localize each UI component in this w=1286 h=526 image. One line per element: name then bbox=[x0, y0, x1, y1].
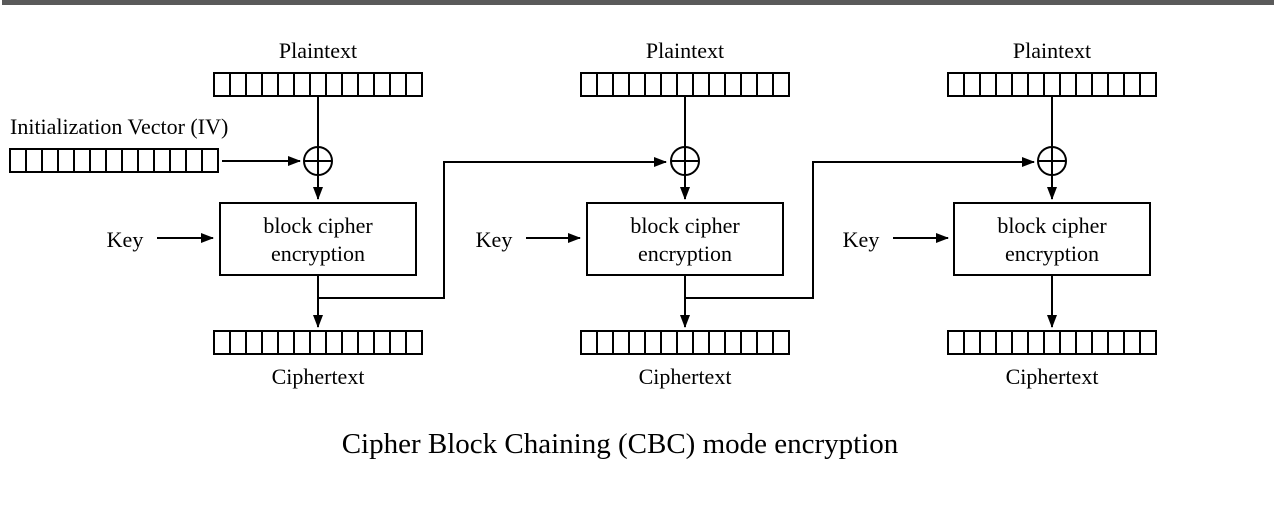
block-cipher-label-line2: encryption bbox=[638, 241, 732, 266]
block-cipher-label-line1: block cipher bbox=[997, 213, 1107, 238]
plaintext-bit-block bbox=[580, 72, 790, 97]
key-label: Key bbox=[476, 227, 513, 252]
block-cipher-label-line2: encryption bbox=[271, 241, 365, 266]
plaintext-bit-block bbox=[947, 72, 1157, 97]
cbc-column-3: Plaintext Key block cipher encryption Ci… bbox=[843, 38, 1157, 389]
top-border-bar bbox=[2, 0, 1274, 5]
ciphertext-label: Ciphertext bbox=[272, 364, 365, 389]
diagram-caption: Cipher Block Chaining (CBC) mode encrypt… bbox=[342, 428, 899, 460]
ciphertext-label: Ciphertext bbox=[639, 364, 732, 389]
cbc-column-1: Plaintext Key block cipher encryption Ci… bbox=[107, 38, 667, 389]
plaintext-label: Plaintext bbox=[646, 38, 724, 63]
ciphertext-bit-block bbox=[213, 330, 423, 355]
key-label: Key bbox=[107, 227, 144, 252]
ciphertext-bit-block bbox=[580, 330, 790, 355]
plaintext-bit-block bbox=[213, 72, 423, 97]
plaintext-label: Plaintext bbox=[279, 38, 357, 63]
iv-label: Initialization Vector (IV) bbox=[10, 114, 228, 139]
ciphertext-bit-block bbox=[947, 330, 1157, 355]
plaintext-label: Plaintext bbox=[1013, 38, 1091, 63]
block-cipher-label-line1: block cipher bbox=[630, 213, 740, 238]
chain-line-to-column-2 bbox=[318, 157, 667, 299]
key-label: Key bbox=[843, 227, 880, 252]
block-cipher-label-line2: encryption bbox=[1005, 241, 1099, 266]
chain-line-to-column-3 bbox=[685, 157, 1035, 299]
cbc-column-2: Plaintext Key block cipher encryption Ci… bbox=[476, 38, 1035, 389]
ciphertext-label: Ciphertext bbox=[1006, 364, 1099, 389]
block-cipher-label-line1: block cipher bbox=[263, 213, 373, 238]
iv-bit-block bbox=[9, 148, 219, 173]
